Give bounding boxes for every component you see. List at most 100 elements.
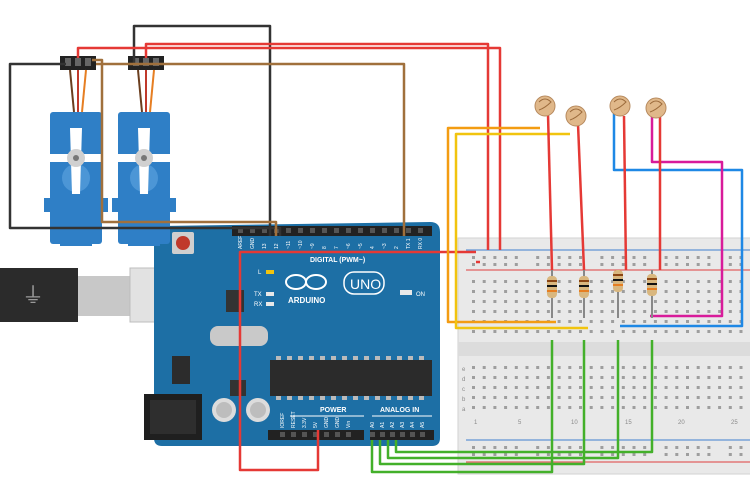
breadboard-hole xyxy=(546,406,550,409)
breadboard-hole xyxy=(514,406,518,409)
rail-hole xyxy=(728,453,732,456)
rail-hole xyxy=(675,453,679,456)
chip-pin xyxy=(298,356,303,360)
breadboard-hole xyxy=(611,376,615,379)
breadboard-hole xyxy=(664,366,668,369)
breadboard-hole xyxy=(632,386,636,389)
analog-pin-label: A3 xyxy=(400,422,406,428)
model-label: UNO xyxy=(350,276,381,292)
row-letters: e d c b a xyxy=(462,367,466,413)
rail-hole xyxy=(621,453,625,456)
breadboard-hole xyxy=(675,310,679,313)
row-letter-d: d xyxy=(462,377,465,383)
analog-pin-label: A4 xyxy=(410,422,416,428)
breadboard-hole xyxy=(718,386,722,389)
breadboard-hole xyxy=(493,366,497,369)
breadboard-hole xyxy=(546,396,550,399)
col-number-5: 5 xyxy=(518,420,522,426)
breadboard-hole xyxy=(696,366,700,369)
power-pin-label: Vin xyxy=(346,421,352,428)
breadboard-hole xyxy=(621,320,625,323)
breadboard-hole xyxy=(482,310,486,313)
rail-hole xyxy=(546,446,550,449)
breadboard-hole xyxy=(611,300,615,303)
breadboard-hole xyxy=(707,300,711,303)
rail-hole xyxy=(579,453,582,456)
led-rx-label: RX xyxy=(254,302,262,308)
rail-hole xyxy=(632,256,636,259)
rail-hole xyxy=(675,263,679,266)
power-pin-hole xyxy=(324,432,329,437)
breadboard-hole xyxy=(525,300,529,303)
breadboard-hole xyxy=(632,320,636,323)
chip-pin xyxy=(375,396,380,400)
breadboard-hole xyxy=(739,366,743,369)
rail-hole xyxy=(664,256,668,259)
breadboard-hole xyxy=(589,406,593,409)
breadboard-hole xyxy=(536,396,540,399)
breadboard-hole xyxy=(621,300,625,303)
breadboard-hole xyxy=(621,386,625,389)
wire-servo-left-power xyxy=(76,46,502,250)
breadboard-hole xyxy=(686,310,689,313)
breadboard-hole xyxy=(482,280,486,283)
breadboard-hole xyxy=(664,310,668,313)
breadboard-hole xyxy=(643,330,647,333)
analog-pin-hole xyxy=(390,432,395,437)
breadboard-hole xyxy=(728,300,732,303)
breadboard-hole xyxy=(504,290,508,293)
rail-hole xyxy=(472,446,475,449)
chip-pin xyxy=(364,396,369,400)
breadboard-hole xyxy=(621,280,625,283)
breadboard-hole xyxy=(493,280,497,283)
breadboard-hole xyxy=(632,330,636,333)
chip-pin xyxy=(353,356,358,360)
chip-pin xyxy=(375,356,380,360)
chip-pin xyxy=(276,396,281,400)
breadboard-hole xyxy=(536,330,540,333)
breadboard-hole xyxy=(568,406,572,409)
chip-pin xyxy=(298,396,303,400)
rail-hole xyxy=(632,453,636,456)
breadboard-hole xyxy=(493,406,497,409)
breadboard-hole xyxy=(546,330,550,333)
breadboard-hole xyxy=(621,290,625,293)
digital-pin-label: GND xyxy=(250,238,256,250)
power-pin-label: GND xyxy=(335,417,341,429)
breadboard-hole xyxy=(525,396,529,399)
breadboard-hole xyxy=(579,310,582,313)
breadboard-hole xyxy=(568,280,572,283)
breadboard-hole xyxy=(686,290,689,293)
breadboard-hole xyxy=(600,376,604,379)
digital-pin-label: RX 0 xyxy=(418,238,424,249)
col-number-25: 25 xyxy=(731,420,738,426)
breadboard-hole xyxy=(472,376,475,379)
reset-button[interactable] xyxy=(176,236,190,250)
breadboard-hole xyxy=(568,386,572,389)
rail-hole xyxy=(664,446,668,449)
wire-servo-right-gnd xyxy=(132,24,272,236)
breadboard-hole xyxy=(600,330,604,333)
breadboard-hole xyxy=(546,366,550,369)
breadboard-hole xyxy=(621,376,625,379)
digital-pin-hole xyxy=(334,228,339,233)
row-letter-e: e xyxy=(462,367,466,373)
analog-pin-hole xyxy=(400,432,405,437)
breadboard-hole xyxy=(472,280,475,283)
servo-right xyxy=(112,56,176,246)
breadboard-hole xyxy=(525,330,529,333)
power-pin-hole xyxy=(280,432,285,437)
breadboard-hole xyxy=(653,366,657,369)
breadboard-hole xyxy=(611,280,615,283)
rail-hole xyxy=(472,453,475,456)
breadboard-hole xyxy=(589,366,593,369)
rail-hole xyxy=(568,256,572,259)
breadboard-hole xyxy=(579,396,582,399)
breadboard-hole xyxy=(611,310,615,313)
breadboard-hole xyxy=(728,280,732,283)
breadboard-hole xyxy=(568,330,572,333)
breadboard-hole xyxy=(579,330,582,333)
rail-hole xyxy=(568,263,572,266)
chip-pin xyxy=(364,356,369,360)
breadboard-hole xyxy=(686,320,689,323)
